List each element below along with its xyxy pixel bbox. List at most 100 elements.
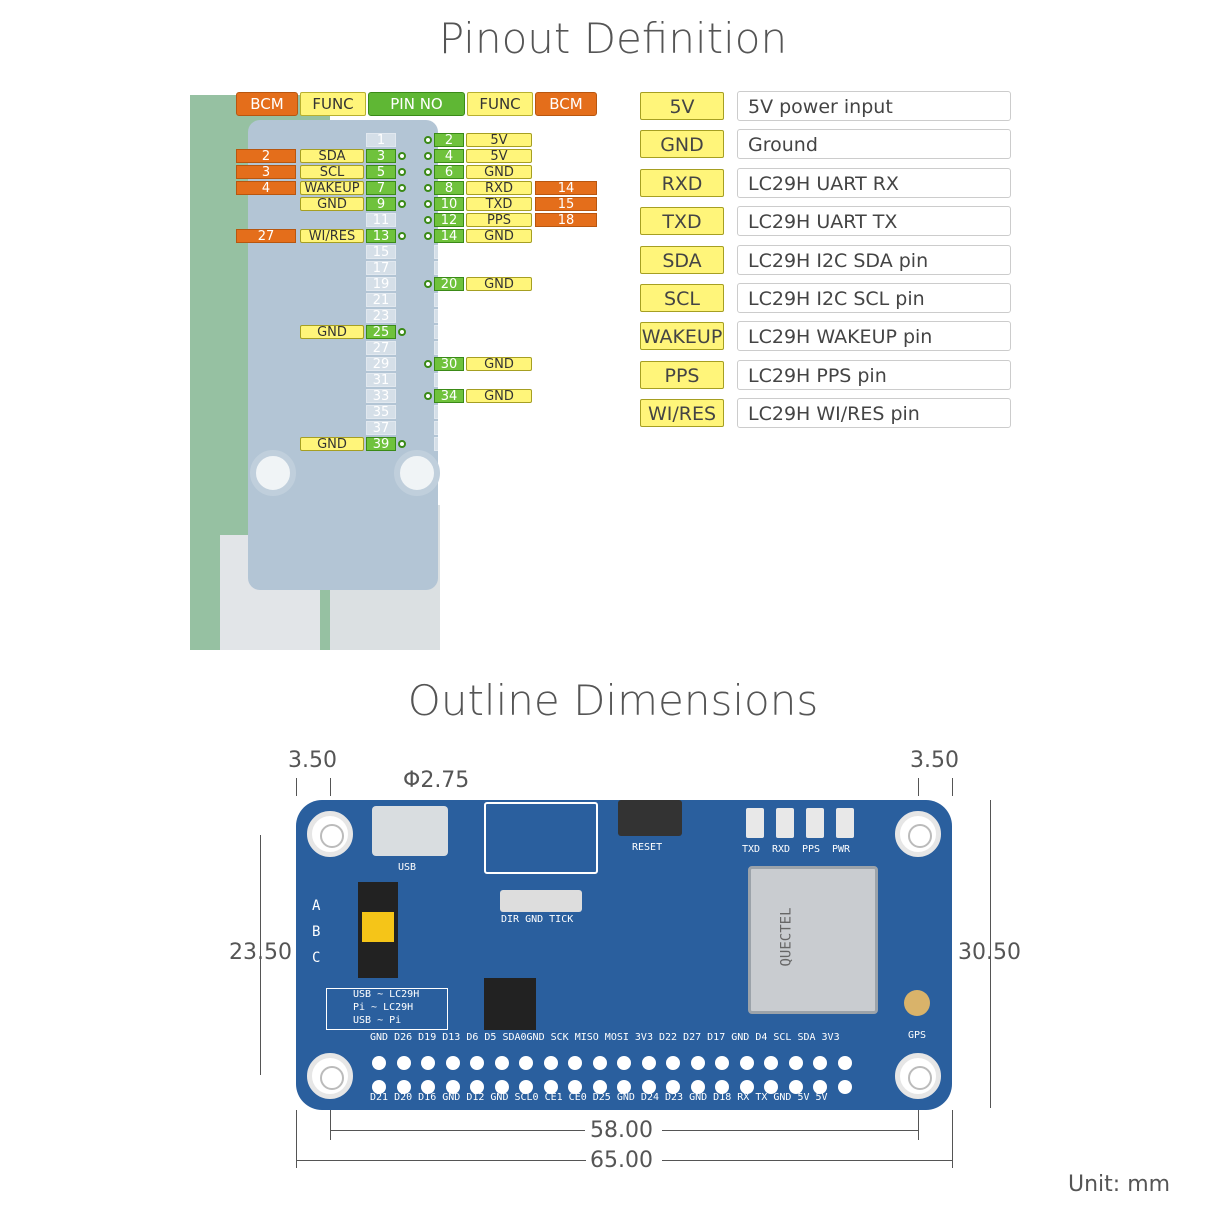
gpio-pin [690, 1056, 705, 1070]
pin-dot [424, 136, 432, 144]
pin-dot [398, 184, 406, 192]
mount-hole-image [250, 450, 296, 496]
pin-func-right: 5V [466, 149, 532, 164]
dim-line [296, 778, 297, 796]
dim-line [296, 1160, 586, 1161]
usb-silk: USB [398, 862, 417, 873]
gpio-pin [543, 1056, 558, 1070]
pin-func-left: WI/RES [300, 229, 364, 244]
pin-number-odd: 9 [366, 197, 396, 212]
header-func-left: FUNC [300, 92, 366, 116]
dim-top-left: 3.50 [288, 748, 337, 773]
dim-line [330, 778, 331, 796]
gpio-pin [764, 1056, 778, 1070]
switch-label-b: B [312, 924, 321, 940]
pin-number-even: 32 [434, 373, 464, 388]
pinout-title: Pinout Definition [438, 14, 788, 63]
gpio-pin [568, 1056, 582, 1070]
gpio-pin [788, 1080, 803, 1094]
legend-key: SDA [640, 245, 724, 274]
pin-number-even: 16 [434, 245, 464, 260]
status-led [746, 808, 764, 838]
pin-number-odd: 1 [366, 133, 396, 148]
pin-number-odd: 15 [366, 245, 396, 260]
pin-number-odd: 13 [366, 229, 396, 244]
legend-description: LC29H I2C SDA pin [737, 244, 1011, 275]
gpio-pin [739, 1056, 754, 1070]
pin-func-left: SCL [300, 165, 364, 180]
switch-label-a: A [312, 898, 321, 914]
pin-number-even: 26 [434, 325, 464, 340]
gpio-pin [764, 1080, 778, 1094]
pin-number-even: 40 [434, 437, 464, 452]
gpio-pin [837, 1080, 852, 1094]
legend-description: LC29H WAKEUP pin [737, 321, 1011, 352]
mount-hole-image [394, 450, 440, 496]
pin-bcm-left: 4 [236, 181, 296, 196]
gpio-pin [421, 1080, 435, 1094]
gpio-pin [494, 1056, 509, 1070]
pin-number-odd: 39 [366, 437, 396, 452]
gpio-pin [421, 1056, 435, 1070]
mounting-hole [895, 811, 941, 857]
pin-dot [424, 168, 432, 176]
switch-row-c: USB ~ Pi [353, 1015, 402, 1026]
pin-dot [398, 168, 406, 176]
pin-func-left: SDA [300, 149, 364, 164]
reset-button [618, 800, 682, 836]
usb-uart-chip [484, 978, 536, 1030]
legend-key: SCL [640, 284, 724, 312]
status-led [836, 808, 854, 838]
pin-dot [398, 232, 406, 240]
led-label: TXD [742, 844, 761, 855]
pin-func-right: GND [466, 165, 532, 180]
pin-bcm-right: 15 [535, 197, 597, 212]
header-pin-no: PIN NO [368, 92, 465, 116]
pin-number-odd: 11 [366, 213, 396, 228]
pin-dot [424, 184, 432, 192]
gpio-pin [494, 1080, 509, 1094]
gps-module: QUECTEL [748, 866, 878, 1014]
gpio-pin [666, 1080, 680, 1094]
pin-number-even: 18 [434, 261, 464, 276]
pin-number-odd: 17 [366, 261, 396, 276]
status-led [776, 808, 794, 838]
dim-inner-width: 58.00 [590, 1118, 653, 1143]
led-label: PPS [802, 844, 821, 855]
dim-line [990, 800, 991, 1108]
pin-dot [424, 280, 432, 288]
pin-number-even: 8 [434, 181, 464, 196]
gpio-top-silk: GND D26 D19 D13 D6 D5 SDA0GND SCK MISO M… [370, 1032, 840, 1043]
legend-key: WAKEUP [640, 322, 724, 351]
gpio-bottom-silk: D21 D20 D16 GND D12 GND SCL0 CE1 CE0 D25… [370, 1092, 828, 1103]
pin-dot [424, 360, 432, 368]
pin-func-right: RXD [466, 181, 532, 196]
gpio-pin [592, 1080, 607, 1094]
pin-number-even: 38 [434, 421, 464, 436]
legend-description: Ground [737, 129, 1011, 160]
gpio-pin [519, 1056, 533, 1070]
mounting-hole [307, 1053, 353, 1099]
gpio-pin [519, 1080, 533, 1094]
legend-key: 5V [640, 92, 724, 120]
pin-number-odd: 3 [366, 149, 396, 164]
dim-outer-width: 65.00 [590, 1148, 653, 1173]
pin-bcm-right: 18 [535, 213, 597, 228]
pin-func-right: 5V [466, 133, 532, 148]
gpio-pin [666, 1056, 680, 1070]
pin-number-even: 10 [434, 197, 464, 212]
pin-dot [424, 232, 432, 240]
gpio-pin [813, 1080, 827, 1094]
pin-number-even: 12 [434, 213, 464, 228]
header-bcm-right: BCM [535, 92, 597, 116]
pin-bcm-right: 14 [535, 181, 597, 196]
pin-func-left: GND [300, 197, 364, 212]
pin-func-left: WAKEUP [300, 181, 364, 196]
reset-silk: RESET [632, 842, 663, 853]
pin-func-left: GND [300, 325, 364, 340]
pin-number-odd: 37 [366, 421, 396, 436]
dim-line [952, 1110, 953, 1168]
module-brand: QUECTEL [778, 907, 795, 967]
pin-dot [398, 440, 406, 448]
pin-func-right: GND [466, 389, 532, 404]
